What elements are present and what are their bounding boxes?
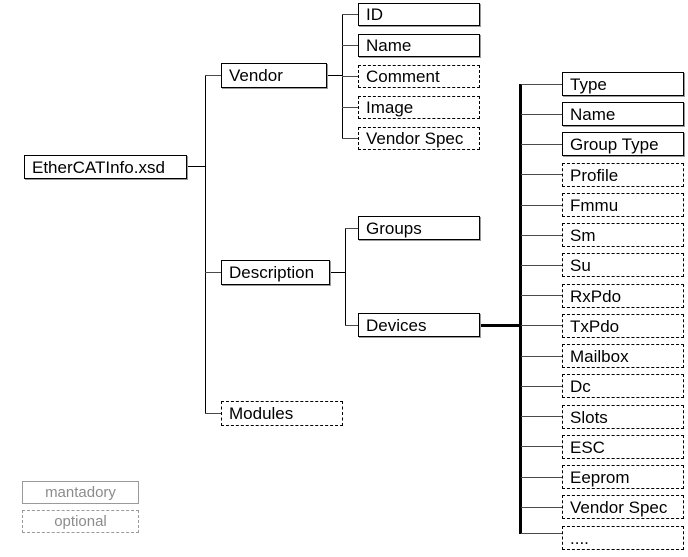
legend-label: mantadory (45, 484, 116, 501)
connector-devices-trunk (519, 84, 522, 534)
connector-devices-esc (521, 446, 563, 447)
connector-description-stub (330, 272, 346, 273)
node-label: Slots (570, 407, 608, 427)
connector-devices-stub (479, 324, 522, 327)
connector-vendor-vendorspec (342, 138, 359, 139)
node-label: Modules (229, 404, 294, 423)
node-label: Fmmu (570, 195, 619, 215)
node-label: Type (570, 74, 607, 94)
connector-devices-su (521, 265, 563, 266)
node-vendor-name[interactable]: Name (358, 34, 480, 57)
node-vendor-vendor-spec[interactable]: Vendor Spec (358, 127, 480, 150)
connector-devices-vendorspec (521, 507, 563, 508)
node-description[interactable]: Description (221, 260, 330, 285)
node-label: Mailbox (570, 346, 629, 366)
node-device-su[interactable]: Su (562, 253, 684, 277)
node-device-group-type[interactable]: Group Type (562, 132, 684, 156)
connector-vendor-comment (342, 76, 359, 77)
connector-root-stub (187, 166, 206, 167)
node-label: Eeprom (570, 467, 630, 487)
connector-devices-slots (521, 416, 563, 417)
legend-mandatory: mantadory (22, 481, 139, 504)
node-label: .... (570, 528, 589, 548)
node-vendor-id[interactable]: ID (358, 3, 480, 26)
node-label: ID (366, 5, 383, 24)
node-device-txpdo[interactable]: TxPdo (562, 314, 684, 338)
connector-devices-profile (521, 174, 563, 175)
node-device-dc[interactable]: Dc (562, 374, 684, 398)
node-device-name[interactable]: Name (562, 102, 684, 126)
node-label: Vendor (229, 66, 283, 85)
connector-description-devices (345, 325, 359, 326)
connector-vendor-id (342, 14, 359, 15)
node-device-type[interactable]: Type (562, 72, 684, 96)
node-label: Name (366, 36, 412, 55)
node-vendor[interactable]: Vendor (221, 63, 327, 88)
node-device-profile[interactable]: Profile (562, 163, 684, 187)
node-device-vendor-spec[interactable]: Vendor Spec (562, 495, 684, 519)
connector-devices-rxpdo (521, 295, 563, 296)
connector-main-trunk (205, 75, 206, 413)
node-device-sm[interactable]: Sm (562, 223, 684, 247)
node-label: Groups (366, 218, 422, 238)
node-label: Profile (570, 165, 619, 185)
node-device-esc[interactable]: ESC (562, 435, 684, 459)
node-label: RxPdo (570, 286, 622, 306)
node-label: Vendor Spec (366, 129, 464, 148)
node-label: TxPdo (570, 316, 620, 336)
connector-devices-name (521, 114, 563, 115)
node-groups[interactable]: Groups (358, 216, 480, 240)
node-label: Devices (366, 315, 427, 335)
connector-vendor-name (342, 45, 359, 46)
node-device-slots[interactable]: Slots (562, 405, 684, 429)
node-vendor-comment[interactable]: Comment (358, 65, 480, 88)
node-device-fmmu[interactable]: Fmmu (562, 193, 684, 217)
connector-vendor-stub (327, 75, 343, 76)
node-label: Image (366, 98, 414, 117)
node-modules[interactable]: Modules (221, 401, 343, 426)
connector-devices-sm (521, 235, 563, 236)
node-label: ESC (570, 437, 605, 457)
node-devices[interactable]: Devices (358, 313, 480, 337)
connector-devices-fmmu (521, 205, 563, 206)
connector-trunk-modules (205, 413, 222, 414)
node-device-eeprom[interactable]: Eeprom (562, 465, 684, 489)
connector-devices-txpdo (521, 325, 563, 326)
connector-devices-mailbox (521, 356, 563, 357)
node-label: Description (229, 263, 315, 282)
legend-optional: optional (22, 510, 139, 533)
node-label: Sm (570, 225, 596, 245)
connector-devices-type (521, 84, 563, 85)
node-ethercatinfo-xsd[interactable]: EtherCATInfo.xsd (24, 155, 187, 179)
node-label: Vendor Spec (570, 497, 668, 517)
node-device-more[interactable]: .... (562, 526, 684, 550)
connector-trunk-description (205, 272, 222, 273)
node-vendor-image[interactable]: Image (358, 96, 480, 119)
connector-devices-dc (521, 386, 563, 387)
node-label: Su (570, 255, 591, 275)
node-label: EtherCATInfo.xsd (32, 157, 165, 177)
connector-description-groups (345, 228, 359, 229)
connector-devices-eeprom (521, 477, 563, 478)
node-label: Comment (366, 67, 440, 86)
node-label: Dc (570, 376, 591, 396)
connector-trunk-vendor (205, 75, 222, 76)
node-label: Group Type (570, 134, 659, 154)
connector-vendor-image (342, 107, 359, 108)
node-device-rxpdo[interactable]: RxPdo (562, 284, 684, 308)
legend-label: optional (54, 513, 107, 530)
connector-description-trunk (345, 228, 346, 326)
node-device-mailbox[interactable]: Mailbox (562, 344, 684, 368)
node-label: Name (570, 104, 616, 124)
connector-devices-more (521, 533, 563, 534)
connector-devices-grouptype (521, 144, 563, 145)
